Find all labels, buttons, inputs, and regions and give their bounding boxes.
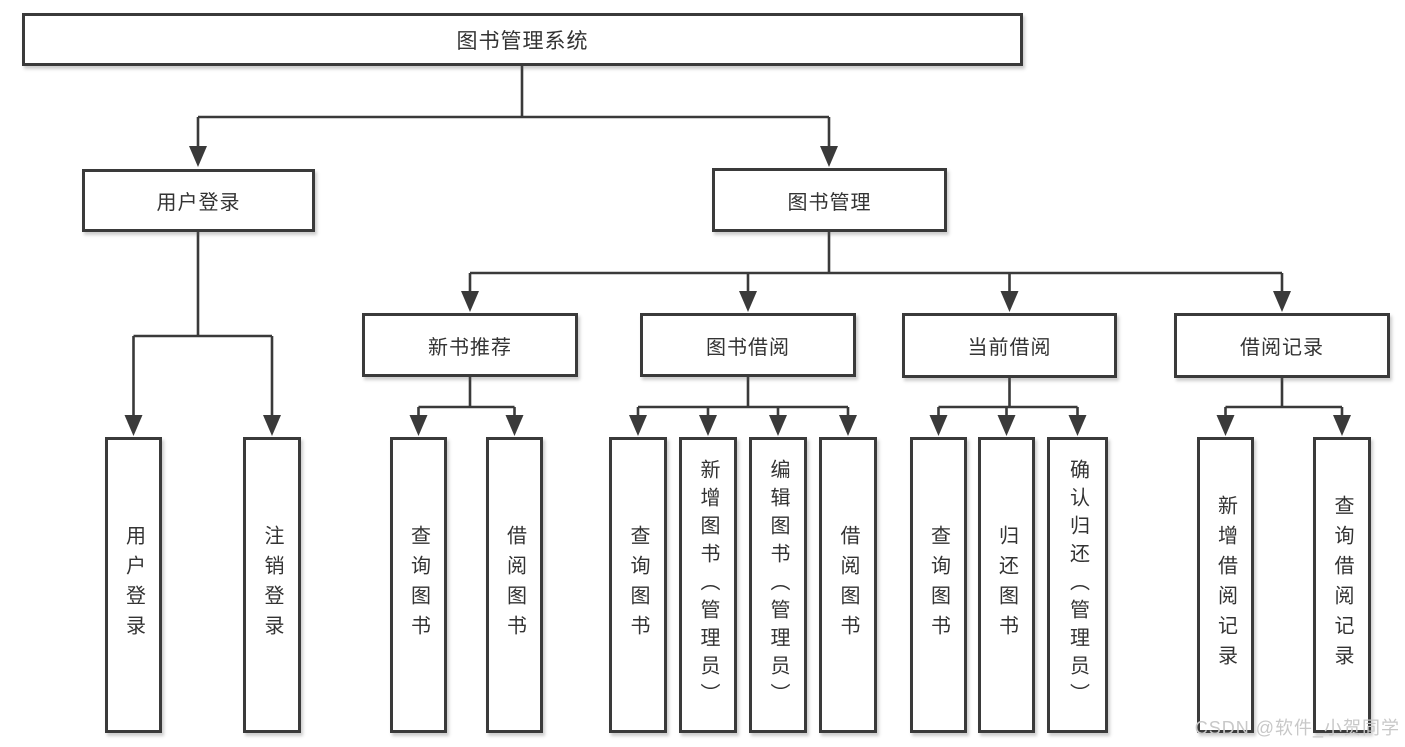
leaf-borrow-books: 借阅图书 (819, 437, 877, 733)
node-root: 图书管理系统 (22, 13, 1023, 66)
connector-bookmgmt-to-level3 (468, 232, 1284, 295)
arrowhead (929, 415, 948, 436)
arrowhead (263, 415, 281, 436)
arrowhead (739, 291, 757, 312)
node-current-borrowing-label: 当前借阅 (967, 337, 1052, 359)
node-user-login: 用户登录 (82, 169, 315, 232)
node-new-book-recommend-label: 新书推荐 (428, 336, 512, 359)
node-book-borrowing: 图书借阅 (640, 313, 856, 377)
arrowhead (820, 146, 838, 167)
arrowhead (629, 415, 647, 436)
leaf-add-books-admin: 新增图书（管理员） (679, 437, 737, 733)
csdn-watermark: CSDN @软件_小贺同学 (1194, 718, 1400, 738)
connector-borrowrecords-to-leaves (1224, 378, 1344, 419)
node-root-label: 图书管理系统 (456, 29, 589, 53)
node-new-book-recommend: 新书推荐 (362, 313, 578, 377)
arrowhead (1068, 415, 1087, 436)
arrowhead (409, 415, 428, 436)
node-current-borrowing: 当前借阅 (902, 313, 1117, 378)
connector-bookborrow-to-leaves (636, 377, 850, 419)
arrowhead (505, 415, 524, 436)
arrowhead (189, 146, 207, 167)
arrowhead (699, 415, 717, 436)
connector-newbookrec-to-leaves (417, 377, 516, 419)
arrowhead (1273, 291, 1291, 312)
arrowhead (839, 415, 857, 436)
node-book-management: 图书管理 (712, 168, 947, 232)
leaf-borrow-books-recommend: 借阅图书 (486, 437, 543, 733)
connector-root-to-level2 (196, 66, 831, 150)
node-borrowing-records-label: 借阅记录 (1240, 337, 1324, 359)
connector-currentborrow-to-leaves (937, 378, 1079, 419)
arrowhead (997, 415, 1016, 436)
leaf-edit-books-admin: 编辑图书（管理员） (749, 437, 807, 733)
leaf-add-borrow-record: 新增借阅记录 (1197, 437, 1254, 733)
leaf-query-books-recommend: 查询图书 (390, 437, 447, 733)
leaf-confirm-return-admin: 确认归还（管理员） (1047, 437, 1108, 733)
node-borrowing-records: 借阅记录 (1174, 313, 1390, 378)
leaf-query-books-current: 查询图书 (910, 437, 967, 733)
arrowhead (124, 415, 143, 436)
arrowhead (1333, 415, 1351, 436)
leaf-query-books-borrowing: 查询图书 (609, 437, 667, 733)
arrowhead (1000, 291, 1019, 312)
arrowhead (461, 291, 479, 312)
arrowhead (1216, 415, 1235, 436)
node-book-management-label: 图书管理 (787, 191, 872, 214)
leaf-user-login: 用户登录 (105, 437, 162, 733)
connector-userlogin-to-leaves (132, 232, 274, 419)
node-user-login-label: 用户登录 (156, 192, 241, 214)
leaf-query-borrow-record: 查询借阅记录 (1313, 437, 1371, 733)
arrowhead (769, 415, 787, 436)
leaf-logout: 注销登录 (243, 437, 301, 733)
node-book-borrowing-label: 图书借阅 (706, 336, 790, 359)
arrowheads (124, 146, 1351, 436)
leaf-return-books: 归还图书 (978, 437, 1035, 733)
